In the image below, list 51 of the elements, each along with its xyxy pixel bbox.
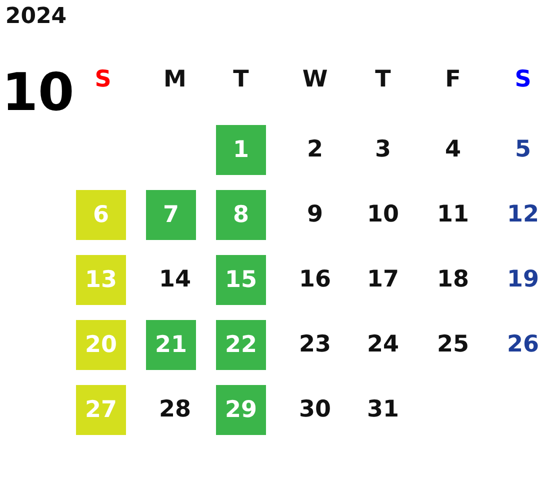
day-number: 23	[299, 334, 331, 356]
weekday-header: T	[375, 68, 391, 92]
day-number: 5	[515, 138, 531, 162]
weekday-header: T	[233, 68, 249, 92]
highlighted-day-cell	[146, 320, 196, 370]
weekday-header: S	[514, 68, 532, 92]
weekday-header: S	[94, 68, 112, 92]
highlighted-day-cell	[216, 385, 266, 435]
day-number: 4	[445, 138, 461, 162]
day-number: 6	[92, 202, 109, 228]
day-number: 19	[507, 268, 539, 292]
highlighted-day-cell	[216, 255, 266, 305]
day-number: 27	[84, 397, 117, 423]
day-number: 8	[232, 202, 249, 228]
day-number: 25	[437, 334, 469, 356]
highlighted-day-cell	[216, 125, 266, 175]
day-number: 31	[367, 398, 399, 422]
day-number: 13	[84, 267, 117, 293]
highlighted-day-cell	[76, 385, 126, 435]
day-number: 2	[307, 138, 323, 162]
highlighted-day-cell	[216, 320, 266, 370]
weekday-header: M	[164, 68, 186, 92]
day-number: 15	[224, 267, 257, 293]
day-number: 24	[367, 334, 399, 356]
day-number: 11	[437, 204, 469, 226]
day-number: 7	[162, 202, 179, 228]
highlighted-day-cell	[146, 190, 196, 240]
day-number: 18	[437, 268, 469, 292]
day-number: 22	[224, 332, 257, 358]
day-number: 26	[507, 334, 539, 356]
day-number: 14	[159, 268, 191, 292]
day-number: 3	[375, 138, 391, 162]
month-number: 10	[2, 67, 74, 119]
highlighted-day-cell	[76, 190, 126, 240]
day-number: 10	[367, 204, 399, 226]
day-number: 28	[159, 398, 191, 422]
year-label: 2024	[5, 6, 67, 28]
weekday-header: F	[445, 68, 461, 92]
day-number: 21	[154, 332, 187, 358]
highlighted-day-cell	[76, 320, 126, 370]
highlighted-day-cell	[76, 255, 126, 305]
day-number: 17	[367, 268, 399, 292]
day-number: 1	[232, 137, 249, 163]
day-number: 29	[224, 397, 257, 423]
day-number: 30	[299, 398, 331, 422]
day-number: 12	[507, 204, 539, 226]
day-number: 16	[299, 268, 331, 292]
weekday-header: W	[302, 68, 328, 92]
day-number: 9	[307, 204, 323, 226]
highlighted-day-cell	[216, 190, 266, 240]
day-number: 20	[84, 332, 117, 358]
